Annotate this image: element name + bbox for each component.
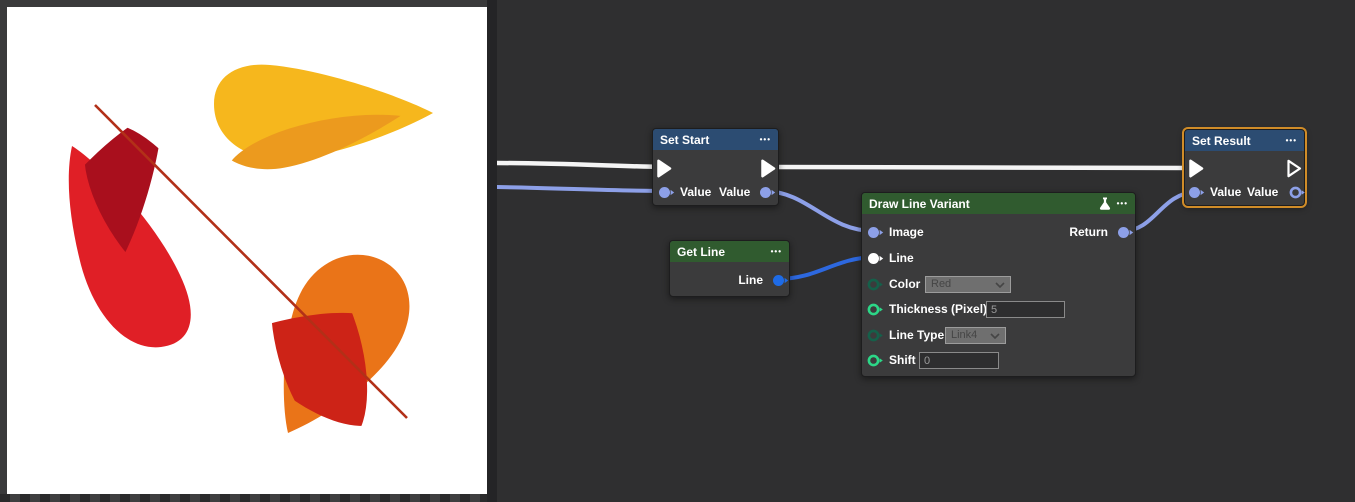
line-type-in-port[interactable] bbox=[867, 329, 884, 342]
node-set-start[interactable]: Set Start ••• Value Value bbox=[652, 128, 779, 206]
line-out-label: Line bbox=[738, 273, 763, 287]
color-dropdown-value: Red bbox=[931, 278, 952, 290]
wire-exec-set-start-to-set-result[interactable] bbox=[767, 164, 1197, 171]
image-in-port[interactable] bbox=[867, 226, 884, 239]
checkerboard-strip bbox=[0, 494, 487, 502]
color-dropdown[interactable]: Red bbox=[925, 276, 1011, 293]
node-set-result[interactable]: Set Result ••• Value Value bbox=[1184, 129, 1305, 206]
diagonal-red-line bbox=[94, 104, 408, 419]
node-header[interactable]: Set Start ••• bbox=[653, 129, 778, 150]
image-in-label: Image bbox=[889, 225, 924, 239]
thickness-label: Thickness (Pixel) bbox=[889, 302, 988, 316]
node-title: Get Line bbox=[677, 244, 726, 259]
value-out-label: Value bbox=[1247, 185, 1279, 199]
color-in-port[interactable] bbox=[867, 278, 884, 291]
exec-in-port[interactable] bbox=[1189, 159, 1204, 178]
node-title: Set Result bbox=[1192, 133, 1251, 148]
return-out-label: Return bbox=[1069, 225, 1108, 239]
value-out-port[interactable] bbox=[1289, 186, 1306, 199]
node-title: Set Start bbox=[660, 132, 710, 147]
node-menu-button[interactable]: ••• bbox=[1285, 136, 1297, 145]
exec-in-port[interactable] bbox=[657, 159, 672, 178]
wire-line-get-line-to-draw[interactable] bbox=[776, 255, 876, 281]
preview-canvas bbox=[7, 7, 487, 494]
value-in-port[interactable] bbox=[1188, 186, 1205, 199]
line-in-label: Line bbox=[889, 251, 914, 265]
exec-out-port[interactable] bbox=[1287, 159, 1302, 178]
return-out-port[interactable] bbox=[1117, 226, 1134, 239]
node-header[interactable]: Draw Line Variant ••• bbox=[862, 193, 1135, 214]
node-menu-button[interactable]: ••• bbox=[770, 247, 782, 256]
line-type-dropdown-value: Link4 bbox=[951, 329, 978, 341]
shift-input[interactable] bbox=[919, 352, 999, 369]
value-in-label: Value bbox=[1210, 185, 1242, 199]
node-menu-button[interactable]: ••• bbox=[759, 135, 771, 144]
wire-value-from-left-edge[interactable] bbox=[497, 185, 669, 193]
node-draw-line-variant[interactable]: Draw Line Variant ••• Image Return Line bbox=[861, 192, 1136, 377]
node-header[interactable]: Get Line ••• bbox=[670, 241, 789, 262]
image-preview-panel bbox=[0, 0, 487, 502]
shift-in-port[interactable] bbox=[867, 354, 884, 367]
orange-petal bbox=[270, 254, 410, 445]
yellow-petal bbox=[214, 64, 433, 179]
wire-value-set-start-to-image[interactable] bbox=[763, 189, 876, 233]
node-get-line[interactable]: Get Line ••• Line bbox=[669, 240, 790, 297]
chevron-down-icon bbox=[990, 332, 1000, 339]
exec-out-port[interactable] bbox=[761, 159, 776, 178]
value-in-port[interactable] bbox=[658, 186, 675, 199]
node-graph-canvas[interactable]: Set Start ••• Value Value Get Line ••• bbox=[497, 0, 1355, 502]
panel-divider[interactable] bbox=[487, 0, 497, 502]
red-petal bbox=[68, 123, 222, 348]
value-out-port[interactable] bbox=[759, 186, 776, 199]
value-out-label: Value bbox=[719, 185, 751, 199]
thickness-in-port[interactable] bbox=[867, 303, 884, 316]
line-in-port[interactable] bbox=[867, 252, 884, 265]
node-title: Draw Line Variant bbox=[869, 196, 970, 211]
shift-label: Shift bbox=[889, 353, 916, 367]
value-in-label: Value bbox=[680, 185, 712, 199]
line-type-dropdown[interactable]: Link4 bbox=[945, 327, 1006, 344]
chevron-down-icon bbox=[995, 281, 1005, 288]
wire-exec-from-left-edge[interactable] bbox=[497, 160, 665, 170]
line-out-port[interactable] bbox=[772, 274, 789, 287]
thickness-input[interactable] bbox=[986, 301, 1065, 318]
node-menu-button[interactable]: ••• bbox=[1116, 199, 1128, 208]
node-header[interactable]: Set Result ••• bbox=[1185, 130, 1304, 151]
line-type-label: Line Type bbox=[889, 328, 945, 342]
color-label: Color bbox=[889, 277, 921, 291]
flask-icon bbox=[1099, 197, 1110, 210]
